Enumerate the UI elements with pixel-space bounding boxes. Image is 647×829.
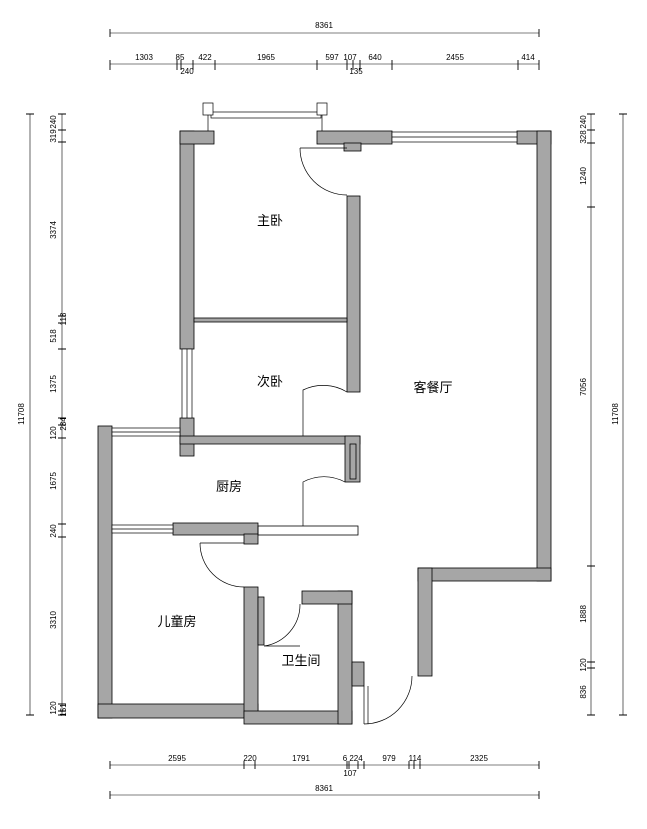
ticks-right-total: [619, 113, 627, 716]
dim-bottom-seg-6: 979: [382, 754, 396, 763]
dim-bottom-seg-4: 224: [349, 754, 363, 763]
window-bay-post-left: [202, 102, 214, 116]
wall-north-stub: [343, 142, 362, 152]
wall-bath-north: [301, 590, 353, 605]
dim-left-seg-12: 151: [59, 703, 68, 717]
wall-master-west: [179, 130, 195, 350]
wall-east-step: [417, 567, 552, 582]
wall-entry-stub: [351, 661, 365, 687]
windows: [111, 102, 518, 534]
dim-bottom-seg-0: 2595: [168, 754, 186, 763]
room-labels: 主卧 次卧 客餐厅 厨房 儿童房 卫生间: [157, 214, 452, 669]
dim-left-seg-4: 518: [49, 329, 58, 343]
dim-top-seg-9: 2455: [446, 53, 464, 62]
dim-right-seg-0: 240: [579, 115, 588, 129]
wall-kitchen-stub: [243, 533, 259, 545]
dim-left-seg-11: 120: [49, 701, 58, 715]
room-label-living-dining: 客餐厅: [413, 380, 452, 396]
dim-left-seg-1: 319: [49, 129, 58, 143]
door-children: [199, 542, 245, 588]
window-master-bay: [210, 111, 322, 119]
dim-top-seg-8: 640: [368, 53, 382, 62]
dim-right-seg-3: 7056: [579, 378, 588, 396]
dim-left-seg-5: 1375: [49, 375, 58, 393]
dim-top-seg-3: 422: [198, 53, 212, 62]
room-label-bathroom: 卫生间: [281, 654, 320, 669]
dimension-ticks: [26, 29, 627, 799]
dim-top-seg-2: 240: [180, 67, 194, 76]
dim-right-seg-1: 328: [579, 130, 588, 144]
door-master: [299, 147, 348, 196]
room-label-second-bedroom: 次卧: [257, 374, 283, 390]
wall-second-south: [179, 435, 361, 445]
dim-left-seg-9: 240: [49, 524, 58, 538]
dim-left-total: 11708: [17, 403, 26, 425]
kitchen-counter: [349, 443, 357, 480]
walls: [97, 130, 552, 725]
dim-top-seg-5: 597: [325, 53, 339, 62]
dim-top-total: 8361: [315, 21, 333, 30]
dim-left-seg-2: 3374: [49, 221, 58, 239]
wall-north-mid: [316, 130, 393, 145]
dim-right-seg-5: 120: [579, 658, 588, 672]
wall-east-lower: [417, 567, 433, 677]
wall-bath-east: [337, 590, 353, 725]
dim-left-seg-8: 1675: [49, 472, 58, 490]
wall-bedroom-divider: [193, 317, 348, 323]
dim-top-seg-6: 107: [343, 53, 357, 62]
door-second: [302, 384, 348, 436]
dim-right-seg-2: 1240: [579, 167, 588, 185]
dim-left-seg-0: 240: [49, 115, 58, 129]
ticks-left-total: [26, 113, 34, 716]
dim-bottom-seg-1: 220: [243, 754, 257, 763]
dim-top-seg-4: 1965: [257, 53, 275, 62]
door-kitchen: [302, 476, 346, 526]
dim-right-total: 11708: [611, 403, 620, 425]
dim-left-seg-10: 3310: [49, 611, 58, 629]
wall-south: [97, 703, 259, 719]
room-label-master-bedroom: 主卧: [257, 214, 283, 229]
dim-bottom-seg-2: 1791: [292, 754, 310, 763]
ticks-right-seg: [587, 113, 595, 716]
room-label-children-room: 儿童房: [157, 614, 196, 630]
wall-kitchen-south: [172, 522, 259, 536]
dim-bottom-seg-5: 107: [343, 769, 357, 778]
doors: [199, 147, 413, 725]
dim-bottom-seg-7: 114: [409, 754, 422, 763]
wall-bath-stub: [257, 596, 265, 646]
dim-bottom-seg-8: 2325: [470, 754, 488, 763]
wall-master-east: [346, 195, 361, 393]
dimension-lines: [29, 32, 624, 796]
room-label-kitchen: 厨房: [216, 479, 242, 495]
dim-left-seg-7: 284: [59, 417, 68, 431]
window-bay-post-right: [316, 102, 328, 116]
wall-outlines: [257, 443, 359, 536]
dim-top-seg-7: 135: [349, 67, 363, 76]
wall-east: [536, 130, 552, 582]
dim-top-seg-0: 1303: [135, 53, 153, 62]
ticks-bottom-total: [109, 791, 540, 799]
door-entry: [363, 675, 413, 725]
wall-master-north-left: [179, 130, 215, 145]
ticks-bottom-seg: [109, 761, 540, 769]
dim-right-seg-4: 1888: [579, 605, 588, 623]
dimension-text: 8361 1303 85 240 422 1965 597 107 135 64…: [17, 21, 620, 793]
ticks-left-seg: [58, 113, 66, 716]
dim-bottom-total: 8361: [315, 784, 333, 793]
wall-bath-west: [243, 586, 259, 719]
dim-top-seg-10: 414: [521, 53, 535, 62]
wall-west: [97, 425, 113, 719]
dim-left-seg-3: 118: [59, 312, 68, 325]
dim-left-seg-6: 120: [49, 426, 58, 440]
ticks-top-total: [109, 29, 540, 37]
wall-bath-south: [243, 710, 353, 725]
kitchen-shelf: [257, 525, 359, 536]
dim-right-seg-6: 836: [579, 685, 588, 699]
ticks-top-seg: [109, 60, 540, 70]
dim-bottom-seg-3: 6: [343, 754, 348, 763]
wall-kitchen-east: [344, 435, 361, 483]
dim-top-seg-1: 85: [176, 53, 185, 62]
door-bathroom: [263, 603, 301, 647]
